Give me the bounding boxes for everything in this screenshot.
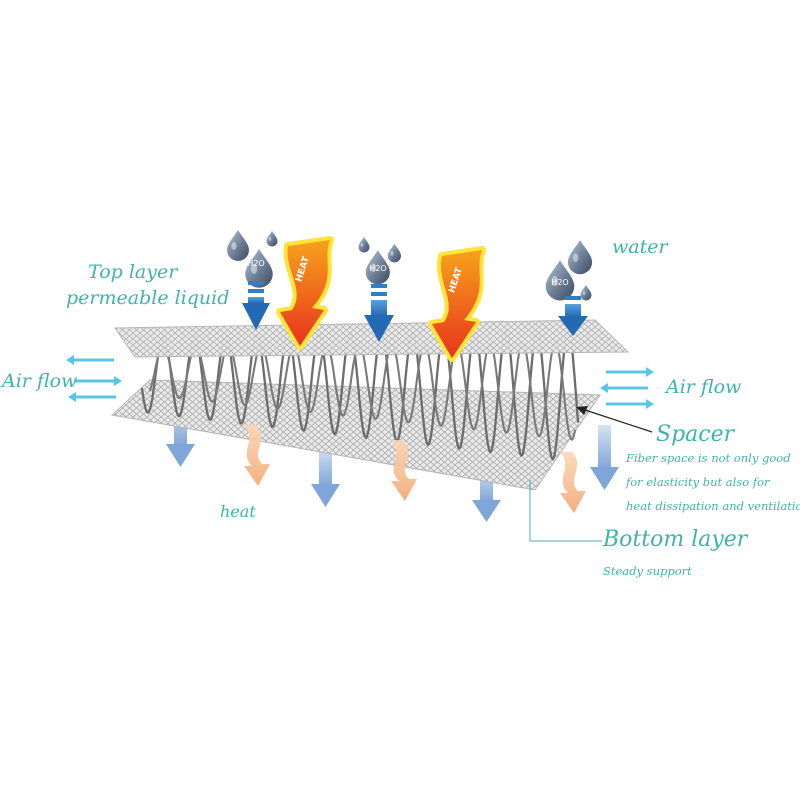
bottom-layer-leader-line <box>529 480 602 542</box>
callout-arrow-icon <box>576 406 653 433</box>
water-arrow-icon <box>558 296 588 336</box>
heat-arrow-icon: HEAT <box>276 236 334 350</box>
svg-text:H2O: H2O <box>247 259 264 268</box>
bottom-layer-title: Bottom layer <box>603 527 748 552</box>
svg-text:H2O: H2O <box>551 278 568 287</box>
water-drop-icon: H2O <box>227 230 278 288</box>
air-flow-arrow-icon <box>600 367 654 409</box>
air-flow-left-label: Air flow <box>2 370 78 392</box>
top-layer-title: Top layer <box>88 261 178 283</box>
spacer-description-line-1: Fiber space is not only good <box>626 451 791 465</box>
spacer-description-line-2: for elasticity but also for <box>626 475 770 489</box>
svg-text:H2O: H2O <box>369 264 386 273</box>
down-arrow-icon <box>590 425 619 490</box>
bottom-layer-mesh <box>110 379 601 491</box>
water-drop-icon: H2O <box>545 240 593 301</box>
heat-arrow-icon: HEAT <box>428 246 486 362</box>
top-layer-subtitle: permeable liquid <box>66 287 230 309</box>
faint-heat-arrow-icon <box>391 440 417 501</box>
bottom-layer-description: Steady support <box>603 564 692 578</box>
water-label: water <box>612 236 668 258</box>
faint-heat-arrow-icon <box>244 425 270 486</box>
water-drop-icon: H2O <box>358 237 401 285</box>
spacer-title: Spacer <box>656 422 735 447</box>
heat-label: heat <box>220 502 256 521</box>
water-arrow-icon <box>364 284 394 342</box>
spacer-description-line-3: heat dissipation and ventilation <box>626 499 800 513</box>
faint-heat-arrow-icon <box>560 452 586 513</box>
down-arrow-icon <box>311 446 340 507</box>
water-arrow-icon <box>242 281 270 330</box>
air-flow-right-label: Air flow <box>666 376 742 398</box>
